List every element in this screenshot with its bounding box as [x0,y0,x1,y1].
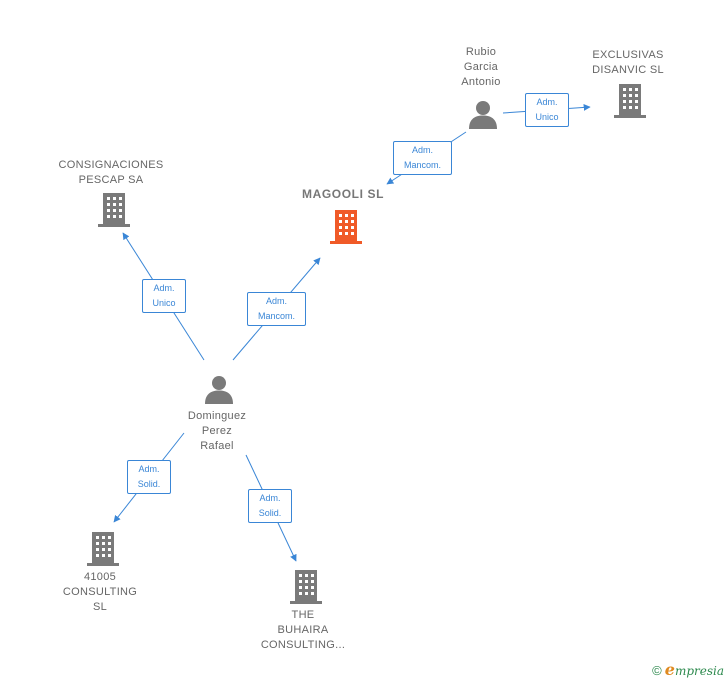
node-label-line: Perez [201,425,233,437]
edge-label-buhaira: Adm. Solid. [248,489,292,523]
node-label-line: Garcia [463,61,499,73]
edge-label-line: Adm. [536,97,558,107]
edge-label-41005: Adm. Solid. [127,460,171,494]
edge-label-line: Mancom. [403,160,441,170]
person-icon[interactable] [205,376,233,404]
edge-label-line: Adm. [259,493,281,503]
edge-label-exclusivas: Adm. Unico [525,93,569,127]
node-label-line: PESCAP SA [78,174,144,186]
node-label-magooli[interactable]: MAGOOLI SL [281,187,405,202]
edge-label-magooli-rubio: Adm. Mancom. [393,141,452,175]
node-label-exclusivas[interactable]: EXCLUSIVAS DISANVIC SL [572,48,684,78]
edge-label-line: Solid. [258,508,282,518]
node-label-buhaira[interactable]: THE BUHAIRA CONSULTING... [248,608,358,653]
node-label-line: Antonio [461,76,501,88]
node-label-line: Rafael [200,440,234,452]
node-label-line: CONSIGNACIONES [58,159,164,171]
brand-logo-e: e [664,660,675,679]
node-label-line: CONSULTING... [260,639,346,651]
brand-logo-text: mpresia [674,664,724,678]
building-icon-highlighted[interactable] [330,210,362,244]
node-label-41005[interactable]: 41005 CONSULTING SL [55,570,145,615]
node-label-line: CONSULTING [62,586,138,598]
building-icon[interactable] [87,532,119,566]
node-label-line: EXCLUSIVAS [592,49,664,61]
person-icon[interactable] [469,101,497,129]
node-label-line: SL [92,601,108,613]
building-icon[interactable] [98,193,130,227]
node-label-line: Dominguez [187,410,247,422]
edge-label-magooli-dominguez: Adm. Mancom. [247,292,306,326]
building-icon[interactable] [290,570,322,604]
edge-label-line: Adm. [265,296,287,306]
edge-label-line: Unico [535,112,559,122]
edge-label-line: Mancom. [257,311,295,321]
edge-label-line: Adm. [138,464,160,474]
copyright-symbol: © [652,663,662,678]
node-label-dominguez[interactable]: Dominguez Perez Rafael [172,409,262,454]
footer-brand[interactable]: ©empresia [652,660,724,679]
edge-label-consignaciones: Adm. Unico [142,279,186,313]
node-label-line: BUHAIRA [277,624,329,636]
edge-label-line: Unico [152,298,176,308]
node-label-line: THE [291,609,315,621]
building-icon[interactable] [614,84,646,118]
node-label-line: Rubio [465,46,497,58]
edge-label-line: Adm. [411,145,433,155]
edge-label-line: Adm. [153,283,175,293]
node-label-line: DISANVIC SL [592,64,664,76]
node-label-rubio[interactable]: Rubio Garcia Antonio [441,45,521,90]
node-label-line: 41005 [83,571,117,583]
edge-label-line: Solid. [137,479,161,489]
node-label-consignaciones[interactable]: CONSIGNACIONES PESCAP SA [46,158,176,188]
node-label-line: MAGOOLI SL [302,187,384,201]
